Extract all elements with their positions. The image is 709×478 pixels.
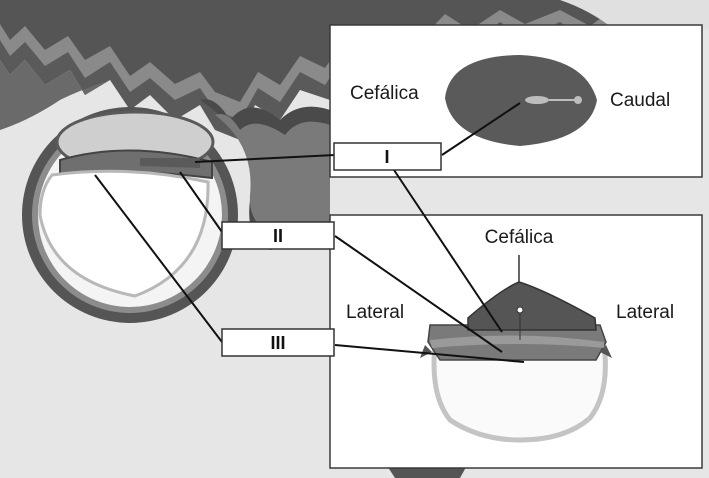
- primitive-streak-node: [525, 96, 549, 104]
- label-cephalic-top: Cefálica: [350, 83, 419, 104]
- roman-numeral-II: II: [273, 226, 283, 246]
- roman-numeral-I: I: [384, 147, 389, 167]
- roman-numeral-III: III: [270, 333, 285, 353]
- section-label-I: I: [334, 143, 441, 170]
- chorionic-vesicle: [22, 107, 238, 323]
- section-label-III: III: [222, 329, 334, 356]
- label-cephalic-bottom: Cefálica: [485, 227, 554, 248]
- section-label-II: II: [222, 222, 334, 249]
- label-lateral-right: Lateral: [616, 302, 674, 323]
- label-caudal: Caudal: [610, 90, 670, 111]
- label-lateral-left: Lateral: [346, 302, 404, 323]
- panel-section-view: [330, 215, 702, 468]
